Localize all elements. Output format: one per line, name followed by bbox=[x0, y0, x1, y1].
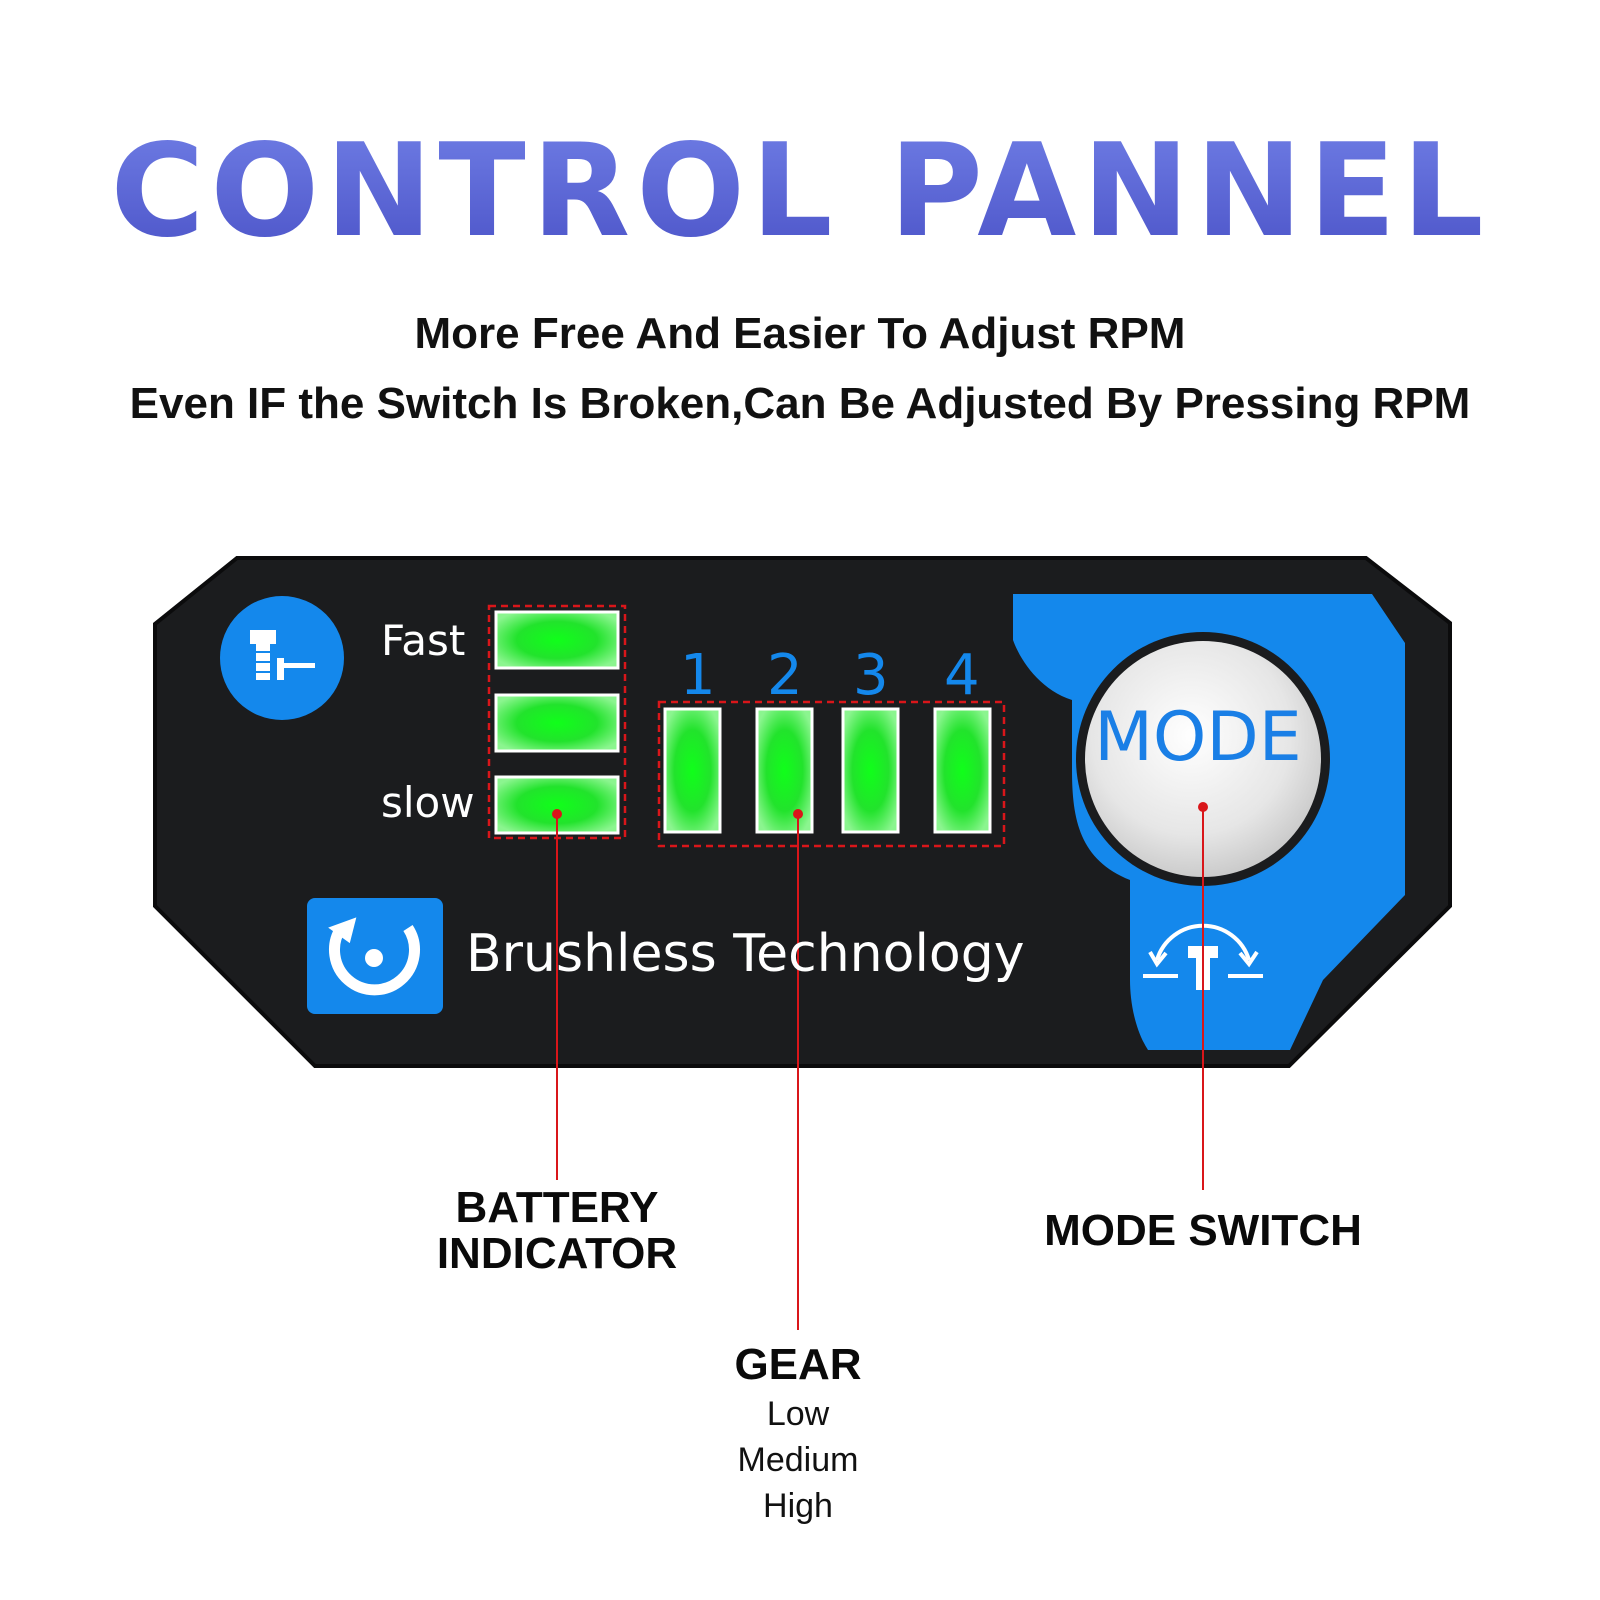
battery-callout-dot bbox=[552, 809, 562, 819]
gear-led-2 bbox=[755, 707, 814, 834]
speed-fast-label: Fast bbox=[381, 616, 466, 665]
mode-button-label[interactable]: MODE bbox=[1094, 698, 1302, 777]
gear-level-low: Low bbox=[766, 1395, 830, 1433]
subtitle-switch-broken: Even IF the Switch Is Broken,Can Be Adju… bbox=[129, 379, 1471, 428]
gear-level-high: High bbox=[763, 1487, 833, 1525]
brand-text: Brushless Technology bbox=[466, 924, 1025, 984]
gear-number-4: 4 bbox=[944, 643, 980, 708]
subtitle-rpm: More Free And Easier To Adjust RPM bbox=[414, 309, 1186, 358]
speed-led-medium bbox=[494, 693, 620, 753]
mode-callout-dot bbox=[1198, 802, 1208, 812]
gear-number-3: 3 bbox=[853, 643, 889, 708]
speed-led-fast bbox=[494, 610, 620, 670]
gear-callout-title: GEAR bbox=[734, 1340, 862, 1389]
mode-button[interactable] bbox=[1085, 641, 1321, 877]
bolt-hammer-icon bbox=[220, 596, 344, 720]
gear-indicator-outline bbox=[657, 700, 1006, 848]
gear-led-1 bbox=[663, 707, 722, 834]
gear-led-4 bbox=[933, 707, 992, 834]
gear-number-2: 2 bbox=[767, 643, 803, 708]
gear-led-3 bbox=[841, 707, 900, 834]
battery-callout-label-2: INDICATOR bbox=[436, 1229, 678, 1278]
gear-callout-dot bbox=[793, 809, 803, 819]
mode-switch-callout-label: MODE SWITCH bbox=[1044, 1206, 1362, 1255]
gear-level-medium: Medium bbox=[737, 1441, 859, 1479]
speed-slow-label: slow bbox=[381, 778, 475, 827]
rotation-icon bbox=[307, 898, 443, 1014]
gear-number-1: 1 bbox=[680, 643, 716, 708]
battery-callout-label-1: BATTERY bbox=[455, 1183, 659, 1232]
page-title: CONTROL PANNEL bbox=[0, 128, 1600, 256]
